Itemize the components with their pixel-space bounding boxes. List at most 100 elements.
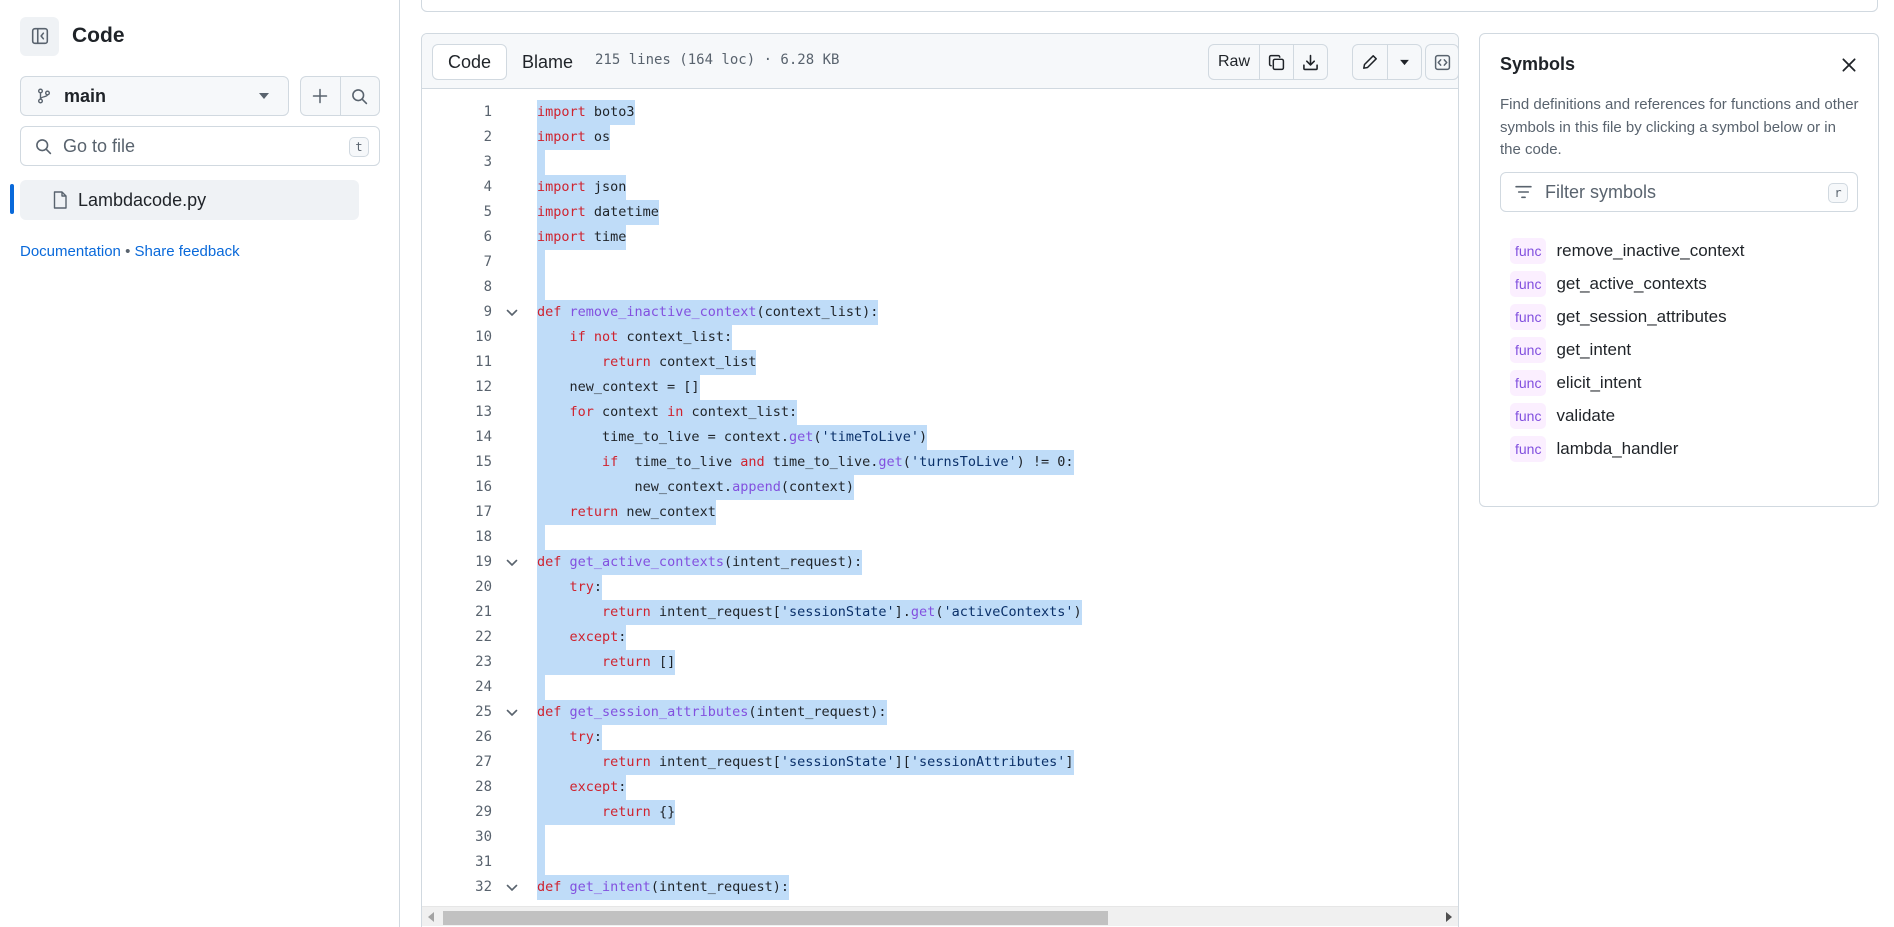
code-line[interactable]: 6 import time: [422, 225, 1458, 250]
code-text[interactable]: if not context_list:: [537, 325, 733, 350]
go-to-file-input[interactable]: Go to file t: [20, 126, 380, 166]
code-line[interactable]: 1 import boto3: [422, 100, 1458, 125]
code-line[interactable]: 17 return new_context: [422, 500, 1458, 525]
line-number[interactable]: 3: [483, 154, 492, 170]
search-files-button[interactable]: [339, 77, 380, 115]
fold-toggle[interactable]: [504, 875, 520, 900]
code-text[interactable]: import time: [537, 225, 627, 250]
add-file-button[interactable]: [301, 77, 340, 115]
line-number[interactable]: 13: [475, 404, 492, 420]
code-text[interactable]: return intent_request['sessionState']['s…: [537, 750, 1074, 775]
line-number[interactable]: 14: [475, 429, 492, 445]
code-line[interactable]: 12 new_context = []: [422, 375, 1458, 400]
code-line[interactable]: 5 import datetime: [422, 200, 1458, 225]
line-number[interactable]: 5: [483, 204, 492, 220]
code-line[interactable]: 31: [422, 850, 1458, 875]
line-number[interactable]: 9: [483, 304, 492, 320]
filter-symbols-input[interactable]: Filter symbols r: [1500, 172, 1858, 212]
fold-toggle[interactable]: [504, 300, 520, 325]
code-line[interactable]: 29 return {}: [422, 800, 1458, 825]
code-text[interactable]: import json: [537, 175, 627, 200]
code-text[interactable]: new_context.append(context): [537, 475, 855, 500]
code-text[interactable]: [537, 525, 546, 550]
line-number[interactable]: 19: [475, 554, 492, 570]
code-text[interactable]: [537, 275, 546, 300]
line-number[interactable]: 8: [483, 279, 492, 295]
code-text[interactable]: [537, 150, 546, 175]
line-number[interactable]: 10: [475, 329, 492, 345]
code-text[interactable]: try:: [537, 725, 603, 750]
line-number[interactable]: 7: [483, 254, 492, 270]
line-number[interactable]: 2: [483, 129, 492, 145]
code-text[interactable]: [537, 675, 546, 700]
file-tree-item[interactable]: Lambdacode.py: [20, 180, 359, 220]
code-text[interactable]: def remove_inactive_context(context_list…: [537, 300, 879, 325]
code-text[interactable]: return new_context: [537, 500, 716, 525]
code-text[interactable]: import datetime: [537, 200, 659, 225]
fold-toggle[interactable]: [504, 700, 520, 725]
line-number[interactable]: 27: [475, 754, 492, 770]
raw-button[interactable]: Raw: [1217, 53, 1250, 70]
code-line[interactable]: 26 try:: [422, 725, 1458, 750]
code-text[interactable]: return {}: [537, 800, 676, 825]
line-number[interactable]: 22: [475, 629, 492, 645]
code-line[interactable]: 14 time_to_live = context.get('timeToLiv…: [422, 425, 1458, 450]
code-line[interactable]: 9 def remove_inactive_context(context_lis…: [422, 300, 1458, 325]
branch-selector[interactable]: main: [20, 76, 289, 116]
scroll-left-arrow[interactable]: [428, 912, 434, 922]
copy-raw-button[interactable]: [1259, 45, 1293, 79]
code-text[interactable]: def get_intent(intent_request):: [537, 875, 789, 900]
close-symbols-button[interactable]: [1840, 56, 1858, 74]
code-text[interactable]: except:: [537, 775, 627, 800]
line-number[interactable]: 6: [483, 229, 492, 245]
scroll-right-arrow[interactable]: [1446, 912, 1452, 922]
code-text[interactable]: [537, 850, 546, 875]
line-number[interactable]: 15: [475, 454, 492, 470]
line-number[interactable]: 1: [483, 104, 492, 120]
line-number[interactable]: 29: [475, 804, 492, 820]
code-text[interactable]: import boto3: [537, 100, 635, 125]
code-line[interactable]: 25 def get_session_attributes(intent_requ…: [422, 700, 1458, 725]
line-number[interactable]: 32: [475, 879, 492, 895]
fold-toggle[interactable]: [504, 550, 520, 575]
code-line[interactable]: 8: [422, 275, 1458, 300]
horizontal-scrollbar[interactable]: [422, 906, 1458, 926]
download-button[interactable]: [1293, 45, 1327, 79]
share-feedback-link[interactable]: Share feedback: [134, 243, 240, 260]
line-number[interactable]: 21: [475, 604, 492, 620]
line-number[interactable]: 26: [475, 729, 492, 745]
code-text[interactable]: [537, 250, 546, 275]
code-line[interactable]: 18: [422, 525, 1458, 550]
documentation-link[interactable]: Documentation: [20, 243, 121, 260]
code-line[interactable]: 3: [422, 150, 1458, 175]
code-line[interactable]: 15 if time_to_live and time_to_live.get(…: [422, 450, 1458, 475]
code-text[interactable]: def get_active_contexts(intent_request):: [537, 550, 863, 575]
line-number[interactable]: 17: [475, 504, 492, 520]
code-line[interactable]: 27 return intent_request['sessionState']…: [422, 750, 1458, 775]
line-number[interactable]: 25: [475, 704, 492, 720]
code-line[interactable]: 24: [422, 675, 1458, 700]
tab-code[interactable]: Code: [432, 44, 508, 80]
code-text[interactable]: if time_to_live and time_to_live.get('tu…: [537, 450, 1074, 475]
code-text[interactable]: def get_session_attributes(intent_reques…: [537, 700, 887, 725]
line-number[interactable]: 4: [483, 179, 492, 195]
line-number[interactable]: 24: [475, 679, 492, 695]
code-text[interactable]: except:: [537, 625, 627, 650]
code-text[interactable]: try:: [537, 575, 603, 600]
code-text[interactable]: [537, 825, 546, 850]
line-number[interactable]: 31: [475, 854, 492, 870]
code-line[interactable]: 13 for context in context_list:: [422, 400, 1458, 425]
code-line[interactable]: 19 def get_active_contexts(intent_request…: [422, 550, 1458, 575]
symbols-panel-toggle[interactable]: [1425, 44, 1458, 80]
line-number[interactable]: 28: [475, 779, 492, 795]
code-line[interactable]: 30: [422, 825, 1458, 850]
code-text[interactable]: return intent_request['sessionState'].ge…: [537, 600, 1082, 625]
code-line[interactable]: 22 except:: [422, 625, 1458, 650]
